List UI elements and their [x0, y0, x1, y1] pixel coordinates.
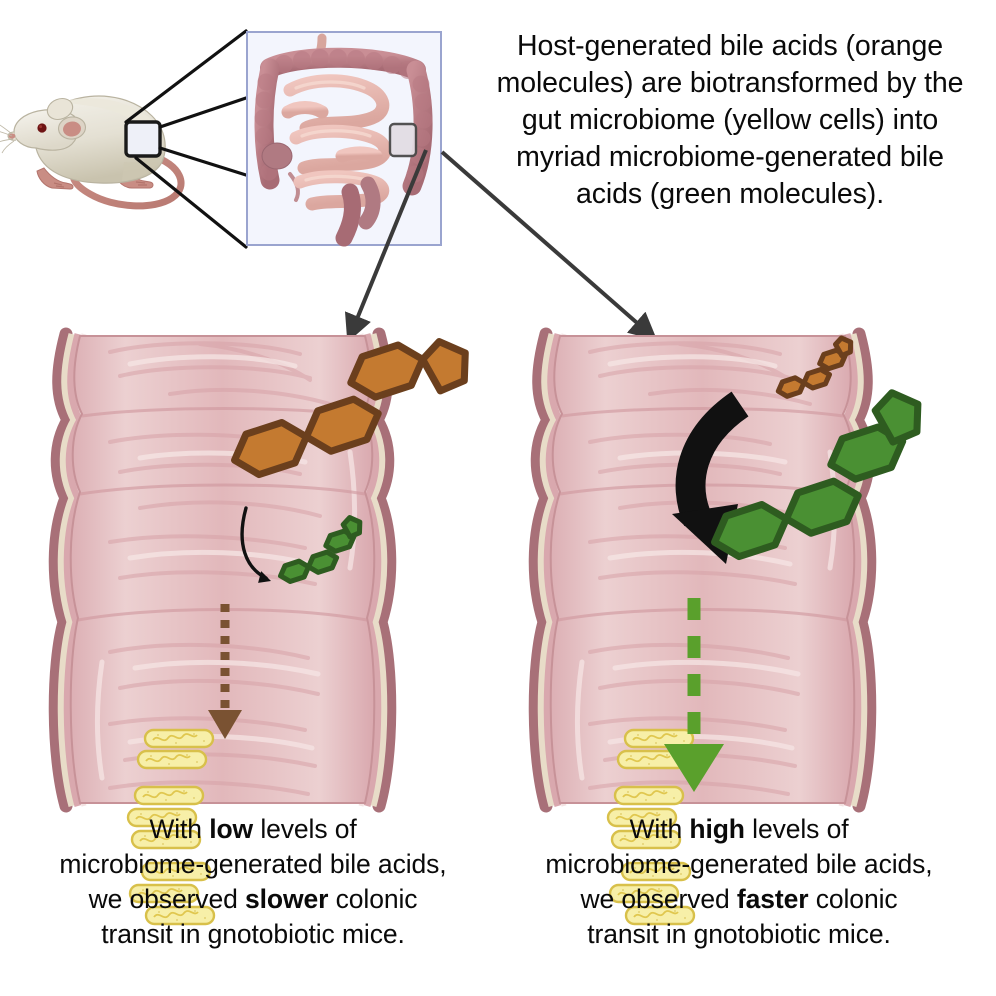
colon-lumen-right	[549, 335, 856, 804]
connector-top-right	[158, 96, 248, 129]
caption-left-emphasis-condition: low	[209, 814, 254, 844]
caption-left-line-1: With low levels of	[149, 814, 357, 844]
microbiome-bile-acid-molecule-left	[278, 515, 363, 585]
bacteria-cluster-c-right	[608, 861, 696, 926]
mouse-tail	[69, 152, 185, 210]
bacteria-cell	[144, 905, 216, 926]
caption-right-emphasis-condition: high	[689, 814, 745, 844]
bacteria-cell	[130, 829, 202, 850]
bacteria-cell	[616, 749, 688, 770]
mouse-roi-square	[124, 120, 162, 158]
colon-cecum	[261, 142, 293, 170]
bacteria-cell	[126, 807, 198, 828]
mouse-front-foot	[36, 167, 74, 190]
mouse-ear-far	[46, 97, 74, 121]
bacteria-cell	[608, 883, 680, 904]
bacteria-cell	[606, 807, 678, 828]
transit-arrow-right	[664, 598, 724, 792]
bacteria-cell	[128, 883, 200, 904]
caption-right-line-1: With high levels of	[629, 814, 849, 844]
roi-connector-lines	[124, 29, 248, 249]
mouse-whiskers	[0, 124, 15, 154]
caption-right-line-3: we observed faster colonic	[580, 884, 898, 914]
conversion-arrow-head-left	[258, 571, 271, 583]
caption-left-line-2: microbiome-generated bile acids,	[59, 849, 447, 879]
transit-arrow-left	[208, 604, 242, 739]
bacteria-cell	[133, 785, 205, 806]
top-caption-line-3: gut microbiome (yellow cells) into	[521, 104, 939, 136]
caption-left-emphasis-speed: slower	[245, 884, 329, 914]
bacteria-cell	[140, 861, 212, 882]
connector-top-left	[124, 29, 248, 124]
caption-right-line-2: microbiome-generated bile acids,	[545, 849, 933, 879]
microbiome-bile-acid-molecule-right	[711, 389, 922, 561]
bacteria-cluster-a-right	[616, 728, 695, 770]
bacteria-cell	[613, 785, 685, 806]
bacteria-cell	[620, 861, 692, 882]
caption-left-panel: With low levels of microbiome-generated …	[22, 812, 484, 952]
top-caption: Host-generated bile acids (orange molecu…	[470, 28, 990, 213]
host-bile-acid-molecule-left	[231, 338, 469, 479]
top-caption-line-5: acids (green molecules).	[575, 178, 885, 210]
bacteria-cluster-b-left	[126, 785, 205, 850]
bacteria-cell	[610, 829, 682, 850]
bacteria-cluster-c-left	[128, 861, 216, 926]
arrow-to-right-panel	[440, 150, 658, 341]
top-caption-line-4: myriad microbiome-generated bile	[516, 141, 944, 173]
connector-bottom-right	[158, 146, 248, 177]
caption-right-panel: With high levels of microbiome-generated…	[508, 812, 970, 952]
caption-left-line-4: transit in gnotobiotic mice.	[101, 919, 405, 949]
inset-to-panel-arrows	[344, 149, 658, 343]
colon-rectum	[358, 176, 381, 230]
colon-panel-right	[528, 327, 922, 926]
bacteria-cell	[136, 749, 208, 770]
connector-bottom-left	[134, 156, 248, 249]
bacteria-cluster-a-left	[136, 728, 215, 770]
bacteria-cluster-b-right	[606, 785, 685, 850]
top-caption-line-1: Host-generated bile acids (orange	[516, 30, 944, 62]
arrow-to-left-panel	[344, 149, 428, 343]
bacteria-cell	[623, 728, 695, 749]
colon-panel-left	[48, 327, 469, 926]
intestine-roi-square	[388, 122, 418, 158]
caption-right-emphasis-speed: faster	[736, 884, 809, 914]
top-caption-line-2: molecules) are biotransformed by the	[496, 67, 964, 99]
host-bile-acid-molecule-right	[775, 335, 854, 399]
colon-sigmoid	[335, 183, 361, 247]
bacteria-cell	[143, 728, 215, 749]
bacteria-cell	[624, 905, 696, 926]
mucosal-folds-left	[108, 341, 332, 796]
caption-left-line-3: we observed slower colonic	[88, 884, 418, 914]
caption-right-line-4: transit in gnotobiotic mice.	[587, 919, 891, 949]
